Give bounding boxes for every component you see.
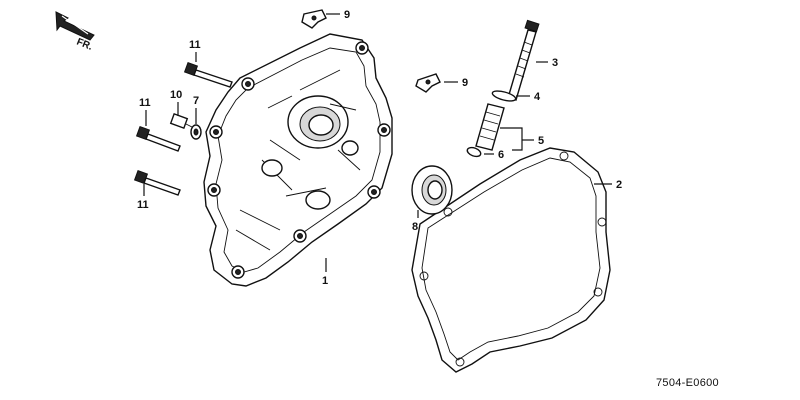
callout-2: 2	[616, 179, 622, 191]
flange-bolt-lower	[133, 169, 181, 196]
callout-11-upper: 11	[189, 39, 201, 51]
reference-code: 7504-E0600	[656, 377, 719, 389]
callout-9-lower: 9	[462, 77, 468, 89]
callout-9-upper: 9	[344, 9, 350, 21]
crankcase-gasket	[411, 147, 612, 373]
o-ring	[491, 90, 530, 102]
callout-11-lower: 11	[137, 199, 149, 211]
oil-filler-tube	[475, 103, 534, 151]
oil-filler-cap-gauge	[507, 19, 548, 101]
clip-upper	[301, 9, 340, 29]
callout-5: 5	[538, 135, 544, 147]
flange-bolt-middle	[135, 110, 181, 152]
callout-4: 4	[534, 91, 541, 103]
flange-bolt-upper	[183, 52, 233, 88]
crankcase-cover	[203, 33, 393, 287]
oil-seal	[411, 165, 453, 218]
front-direction-arrow-icon	[55, 11, 95, 41]
clip-lower	[415, 73, 458, 93]
callout-10: 10	[170, 89, 182, 101]
filler-o-ring	[466, 146, 494, 158]
callout-11-middle: 11	[139, 97, 151, 109]
callout-8: 8	[412, 221, 418, 233]
callout-3: 3	[552, 57, 558, 69]
callout-1: 1	[322, 275, 328, 287]
drain-bolt	[169, 102, 195, 129]
callout-7: 7	[193, 95, 199, 107]
callout-6: 6	[498, 149, 504, 161]
drain-washer	[190, 108, 202, 140]
